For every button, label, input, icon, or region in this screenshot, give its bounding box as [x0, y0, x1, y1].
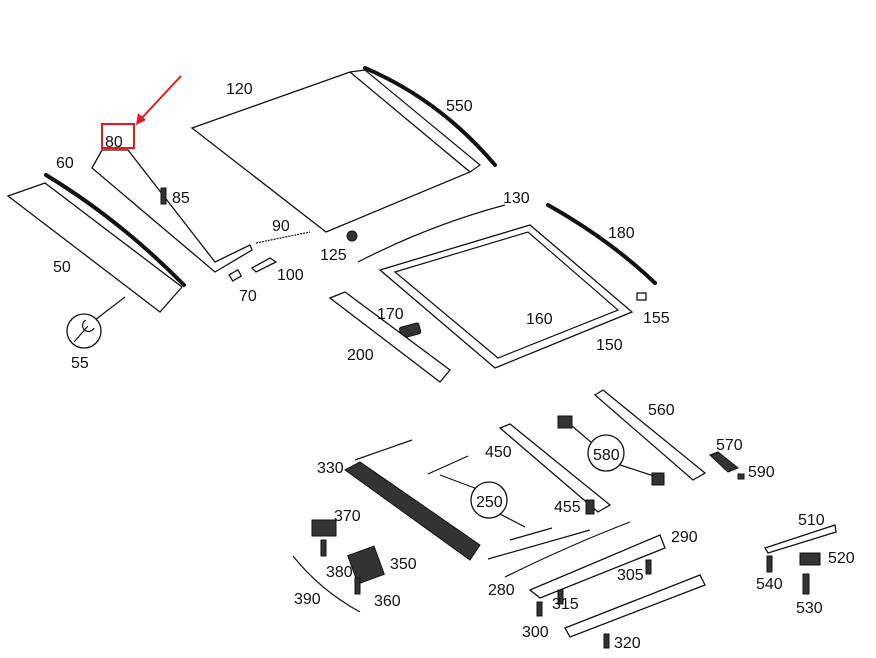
label-180: 180 [608, 225, 635, 242]
part-360-screw[interactable] [354, 577, 361, 595]
callout-580-circle [587, 434, 625, 472]
label-590: 590 [748, 464, 775, 481]
leader-250a [439, 474, 481, 491]
leader-580b [619, 464, 655, 477]
label-300: 300 [522, 624, 549, 641]
label-130: 130 [503, 190, 530, 207]
part-590[interactable] [737, 473, 745, 480]
part-290-guide[interactable] [528, 534, 666, 599]
label-305: 305 [617, 567, 644, 584]
label-200: 200 [347, 347, 374, 364]
label-100: 100 [277, 267, 304, 284]
part-250-cable-b[interactable] [509, 527, 553, 541]
part-350-motor[interactable] [347, 545, 385, 585]
label-85: 85 [172, 190, 190, 207]
part-160-seal[interactable] [393, 231, 620, 359]
part-300-screw[interactable] [536, 601, 543, 617]
label-120: 120 [226, 81, 253, 98]
label-80: 80 [105, 134, 123, 151]
label-155: 155 [643, 310, 670, 327]
leader-250b [495, 511, 526, 528]
label-540: 540 [756, 576, 783, 593]
label-290: 290 [671, 529, 698, 546]
part-530-screw[interactable] [802, 573, 810, 595]
part-55-wrench-icon[interactable] [66, 313, 102, 349]
part-60-strip[interactable] [44, 173, 186, 287]
label-320: 320 [614, 635, 641, 652]
part-90-cable[interactable] [255, 231, 311, 244]
label-55: 55 [71, 355, 89, 372]
label-520: 520 [828, 550, 855, 567]
part-320-screw[interactable] [603, 633, 610, 649]
part-330-cable [354, 439, 413, 461]
label-280: 280 [488, 582, 515, 599]
part-520[interactable] [799, 552, 821, 566]
highlight-box [101, 123, 135, 149]
label-330: 330 [317, 460, 344, 477]
part-570[interactable] [709, 451, 739, 473]
label-390: 390 [294, 591, 321, 608]
label-370: 370 [334, 508, 361, 525]
part-450-rail[interactable] [498, 423, 612, 513]
part-330-frame[interactable] [344, 461, 481, 561]
label-160: 160 [526, 311, 553, 328]
label-170: 170 [377, 306, 404, 323]
label-560: 560 [648, 402, 675, 419]
part-380-screw[interactable] [320, 539, 327, 557]
part-280[interactable] [504, 521, 631, 578]
label-455: 455 [554, 499, 581, 516]
part-130-strip[interactable] [357, 204, 506, 263]
highlight-arrow [139, 75, 182, 121]
part-50-glass[interactable] [6, 182, 183, 313]
part-200-deflector[interactable] [328, 291, 451, 383]
label-125: 125 [320, 247, 347, 264]
callout-250-circle [470, 481, 508, 519]
label-350: 350 [390, 556, 417, 573]
label-150: 150 [596, 337, 623, 354]
label-570: 570 [716, 437, 743, 454]
part-330-cable2 [487, 529, 591, 560]
label-510: 510 [798, 512, 825, 529]
label-580: 580 [593, 447, 620, 464]
label-250: 250 [476, 494, 503, 511]
part-150-frame[interactable] [378, 224, 634, 369]
label-380: 380 [326, 564, 353, 581]
part-510[interactable] [764, 524, 837, 554]
label-90: 90 [272, 218, 290, 235]
part-390-cable[interactable] [292, 555, 361, 613]
part-250-cable-a[interactable] [427, 455, 469, 475]
part-80-seal[interactable] [91, 149, 253, 273]
part-370[interactable] [311, 519, 337, 537]
leader-580a [571, 425, 593, 444]
label-50: 50 [53, 259, 71, 276]
part-550-strip[interactable] [363, 66, 497, 167]
leader-55 [94, 296, 126, 321]
part-100[interactable] [250, 257, 278, 273]
part-155[interactable] [636, 292, 647, 301]
part-180-strip[interactable] [546, 203, 657, 285]
part-580-bracket-b[interactable] [651, 472, 665, 486]
label-60: 60 [56, 155, 74, 172]
part-320-guide[interactable] [564, 574, 706, 638]
part-455[interactable] [585, 499, 595, 515]
part-85-screw[interactable] [160, 187, 167, 205]
part-580-bracket-a[interactable] [557, 415, 573, 429]
label-70: 70 [239, 288, 257, 305]
label-315: 315 [552, 596, 579, 613]
part-315-screw[interactable] [557, 589, 564, 605]
highlight-arrowhead-icon [136, 113, 146, 125]
part-540-screw[interactable] [766, 555, 773, 573]
part-70[interactable] [228, 269, 243, 282]
label-360: 360 [374, 593, 401, 610]
part-120-edge [349, 69, 481, 173]
part-305-screw[interactable] [645, 559, 652, 575]
label-550: 550 [446, 98, 473, 115]
part-560-rail[interactable] [593, 389, 707, 481]
part-125-clip[interactable] [346, 230, 358, 242]
label-530: 530 [796, 600, 823, 617]
label-450: 450 [485, 444, 512, 461]
